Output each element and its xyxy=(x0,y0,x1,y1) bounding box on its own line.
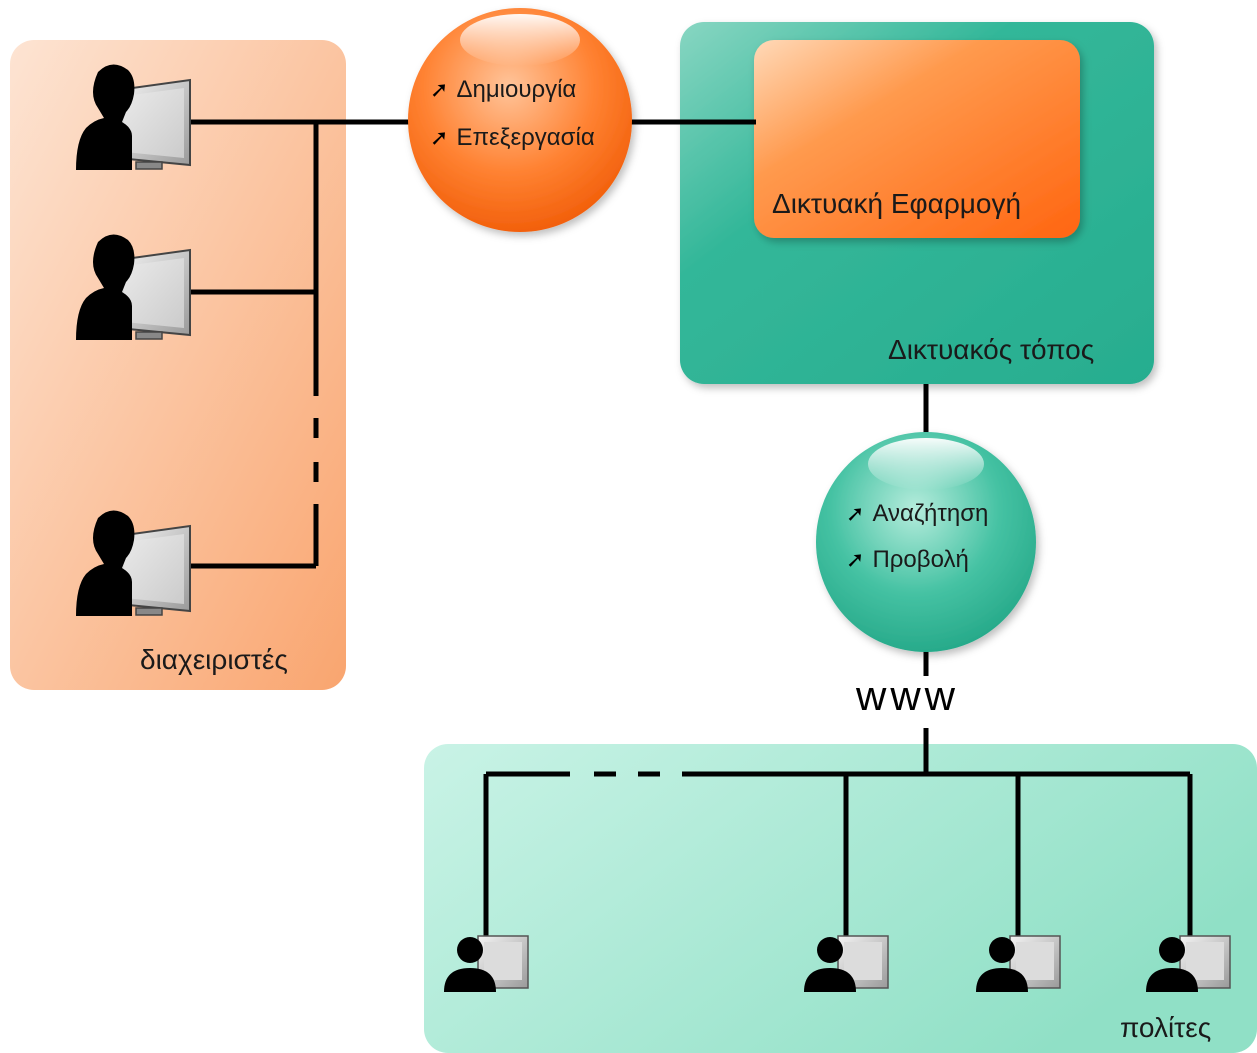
admin-operations-list: ➚ Δημιουργία ➚ Επεξεργασία xyxy=(430,76,595,152)
public-operations-list: ➚ Αναζήτηση ➚ Προβολή xyxy=(846,500,988,574)
operation-search: ➚ Αναζήτηση xyxy=(846,500,988,528)
operation-label: Προβολή xyxy=(872,546,969,573)
public-operations-orb xyxy=(816,432,1036,652)
operation-label: Επεξεργασία xyxy=(456,124,595,151)
operation-edit: ➚ Επεξεργασία xyxy=(430,124,595,152)
citizens-panel xyxy=(424,744,1257,1053)
operation-label: Αναζήτηση xyxy=(872,500,989,527)
www-label: www xyxy=(856,672,959,719)
operation-view: ➚ Προβολή xyxy=(846,546,988,574)
north-east-arrow-icon: ➚ xyxy=(430,125,449,150)
north-east-arrow-icon: ➚ xyxy=(846,547,865,572)
public-network-lines xyxy=(483,384,1193,936)
citizens-label: πολίτες xyxy=(1120,1012,1212,1043)
admin-network-lines xyxy=(186,119,756,569)
operation-label: Δημιουργία xyxy=(456,76,577,103)
web-app-box xyxy=(754,40,1080,238)
admins-label: διαχειριστές xyxy=(140,644,288,675)
website-label: Δικτυακός τόπος xyxy=(888,334,1095,365)
web-app-label: Δικτυακή Εφαρμογή xyxy=(772,188,1022,219)
admins-panel xyxy=(10,40,346,690)
north-east-arrow-icon: ➚ xyxy=(430,77,449,102)
north-east-arrow-icon: ➚ xyxy=(846,501,865,526)
admin-operations-orb xyxy=(408,8,632,232)
operation-create: ➚ Δημιουργία xyxy=(430,76,595,104)
